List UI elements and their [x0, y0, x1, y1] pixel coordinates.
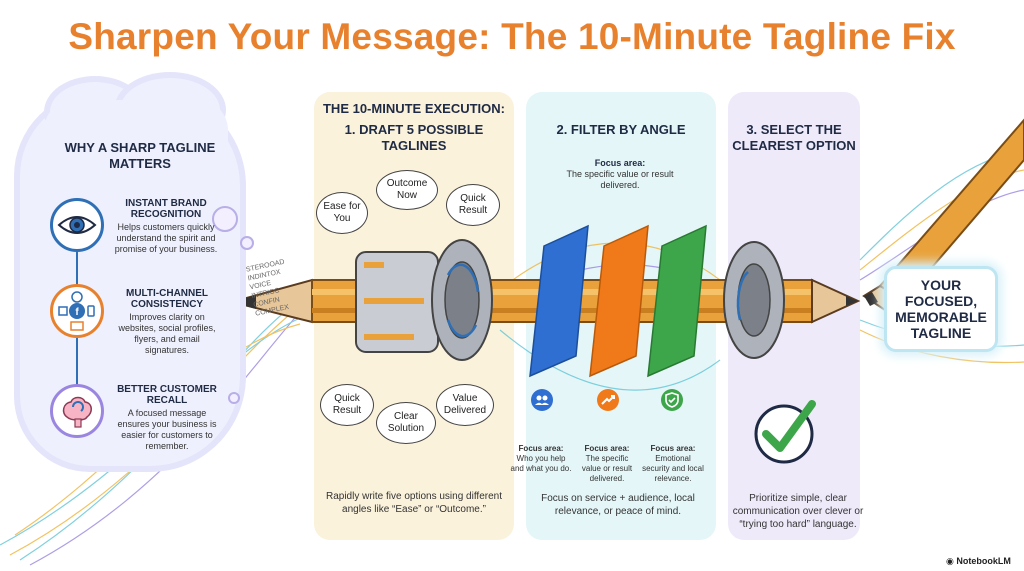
focus-top-title: Focus area:: [594, 158, 646, 168]
focus-security-title: Focus area:: [650, 444, 696, 453]
focus-security-desc: Emotional security and local relevance.: [642, 454, 704, 483]
thought-bubble: [240, 236, 254, 250]
step3-heading: 3. SELECT THE CLEAREST OPTION: [732, 122, 856, 153]
step2-desc: Focus on service + audience, local relev…: [541, 493, 695, 517]
step1-heading: 1. DRAFT 5 POSSIBLE TAGLINES: [344, 122, 484, 153]
notebooklm-label: NotebookLM: [956, 556, 1011, 566]
focus-audience-desc: Who you help and what you do.: [510, 454, 572, 473]
step2-focus-top: Focus area: The specific value or result…: [560, 158, 680, 191]
thought-clear-solution: Clear Solution: [376, 402, 436, 444]
cloud-bump: [44, 100, 228, 170]
focus-value-desc: The specific value or result delivered.: [581, 454, 633, 483]
recognition-icon-badge: [50, 198, 104, 252]
channels-title: MULTI-CHANNEL CONSISTENCY: [125, 288, 209, 310]
notebooklm-badge: ◉ NotebookLM: [946, 556, 1011, 567]
page-title: Sharpen Your Message: The 10-Minute Tagl…: [68, 16, 956, 57]
recall-title: BETTER CUSTOMER RECALL: [117, 384, 217, 406]
step2-heading: 2. FILTER BY ANGLE: [556, 122, 686, 137]
recall-icon-badge: [50, 384, 104, 438]
sharpener-ring-icon: [723, 241, 785, 359]
recall-text: BETTER CUSTOMER RECALL A focused message…: [112, 384, 222, 452]
recognition-title: INSTANT BRAND RECOGNITION: [125, 198, 207, 220]
thought-quick-result: Quick Result: [446, 184, 500, 226]
checkmark-icon: [754, 400, 816, 464]
focus-value-title: Focus area:: [584, 444, 630, 453]
thought-outcome: Outcome Now: [376, 170, 438, 210]
channels-desc: Improves clarity on websites, social pro…: [118, 312, 216, 355]
focus-value: Focus area: The specific value or result…: [576, 444, 638, 484]
sharpener-cylinder-icon: [355, 239, 493, 361]
thought-bubble: [212, 206, 238, 232]
eye-icon: [57, 216, 97, 234]
notebooklm-logo-icon: ◉: [946, 556, 954, 566]
result-box: YOUR FOCUSED, MEMORABLE TAGLINE: [884, 266, 998, 352]
recall-desc: A focused message ensures your business …: [117, 408, 217, 451]
focus-audience-title: Focus area:: [518, 444, 564, 453]
execution-label: THE 10-MINUTE EXECUTION:: [322, 101, 505, 116]
recognition-desc: Helps customers quickly understand the s…: [114, 222, 218, 254]
shield-check-icon: [661, 389, 683, 411]
svg-text:f: f: [75, 307, 79, 318]
thought-value-delivered: Value Delivered: [436, 384, 494, 426]
thought-bubble: [228, 392, 240, 404]
channels-icon: f: [58, 291, 95, 331]
focus-audience: Focus area: Who you help and what you do…: [510, 444, 572, 474]
trend-up-icon: [597, 389, 619, 411]
step1-desc: Rapidly write five options using differe…: [325, 491, 503, 515]
channels-text: MULTI-CHANNEL CONSISTENCY Improves clari…: [112, 288, 222, 356]
thought-quick-result-2: Quick Result: [320, 384, 374, 426]
focus-top-desc: The specific value or result delivered.: [566, 169, 674, 190]
filter-panes: [529, 224, 707, 378]
focus-security: Focus area: Emotional security and local…: [642, 444, 704, 484]
recognition-text: INSTANT BRAND RECOGNITION Helps customer…: [112, 198, 220, 255]
why-heading: WHY A SHARP TAGLINE MATTERS: [64, 140, 216, 171]
channels-icon-badge: f: [50, 284, 104, 338]
brain-icon: [62, 396, 92, 428]
thought-ease: Ease for You: [316, 192, 368, 234]
step3-desc: Prioritize simple, clear communication o…: [732, 493, 864, 530]
people-icon: [531, 389, 553, 411]
